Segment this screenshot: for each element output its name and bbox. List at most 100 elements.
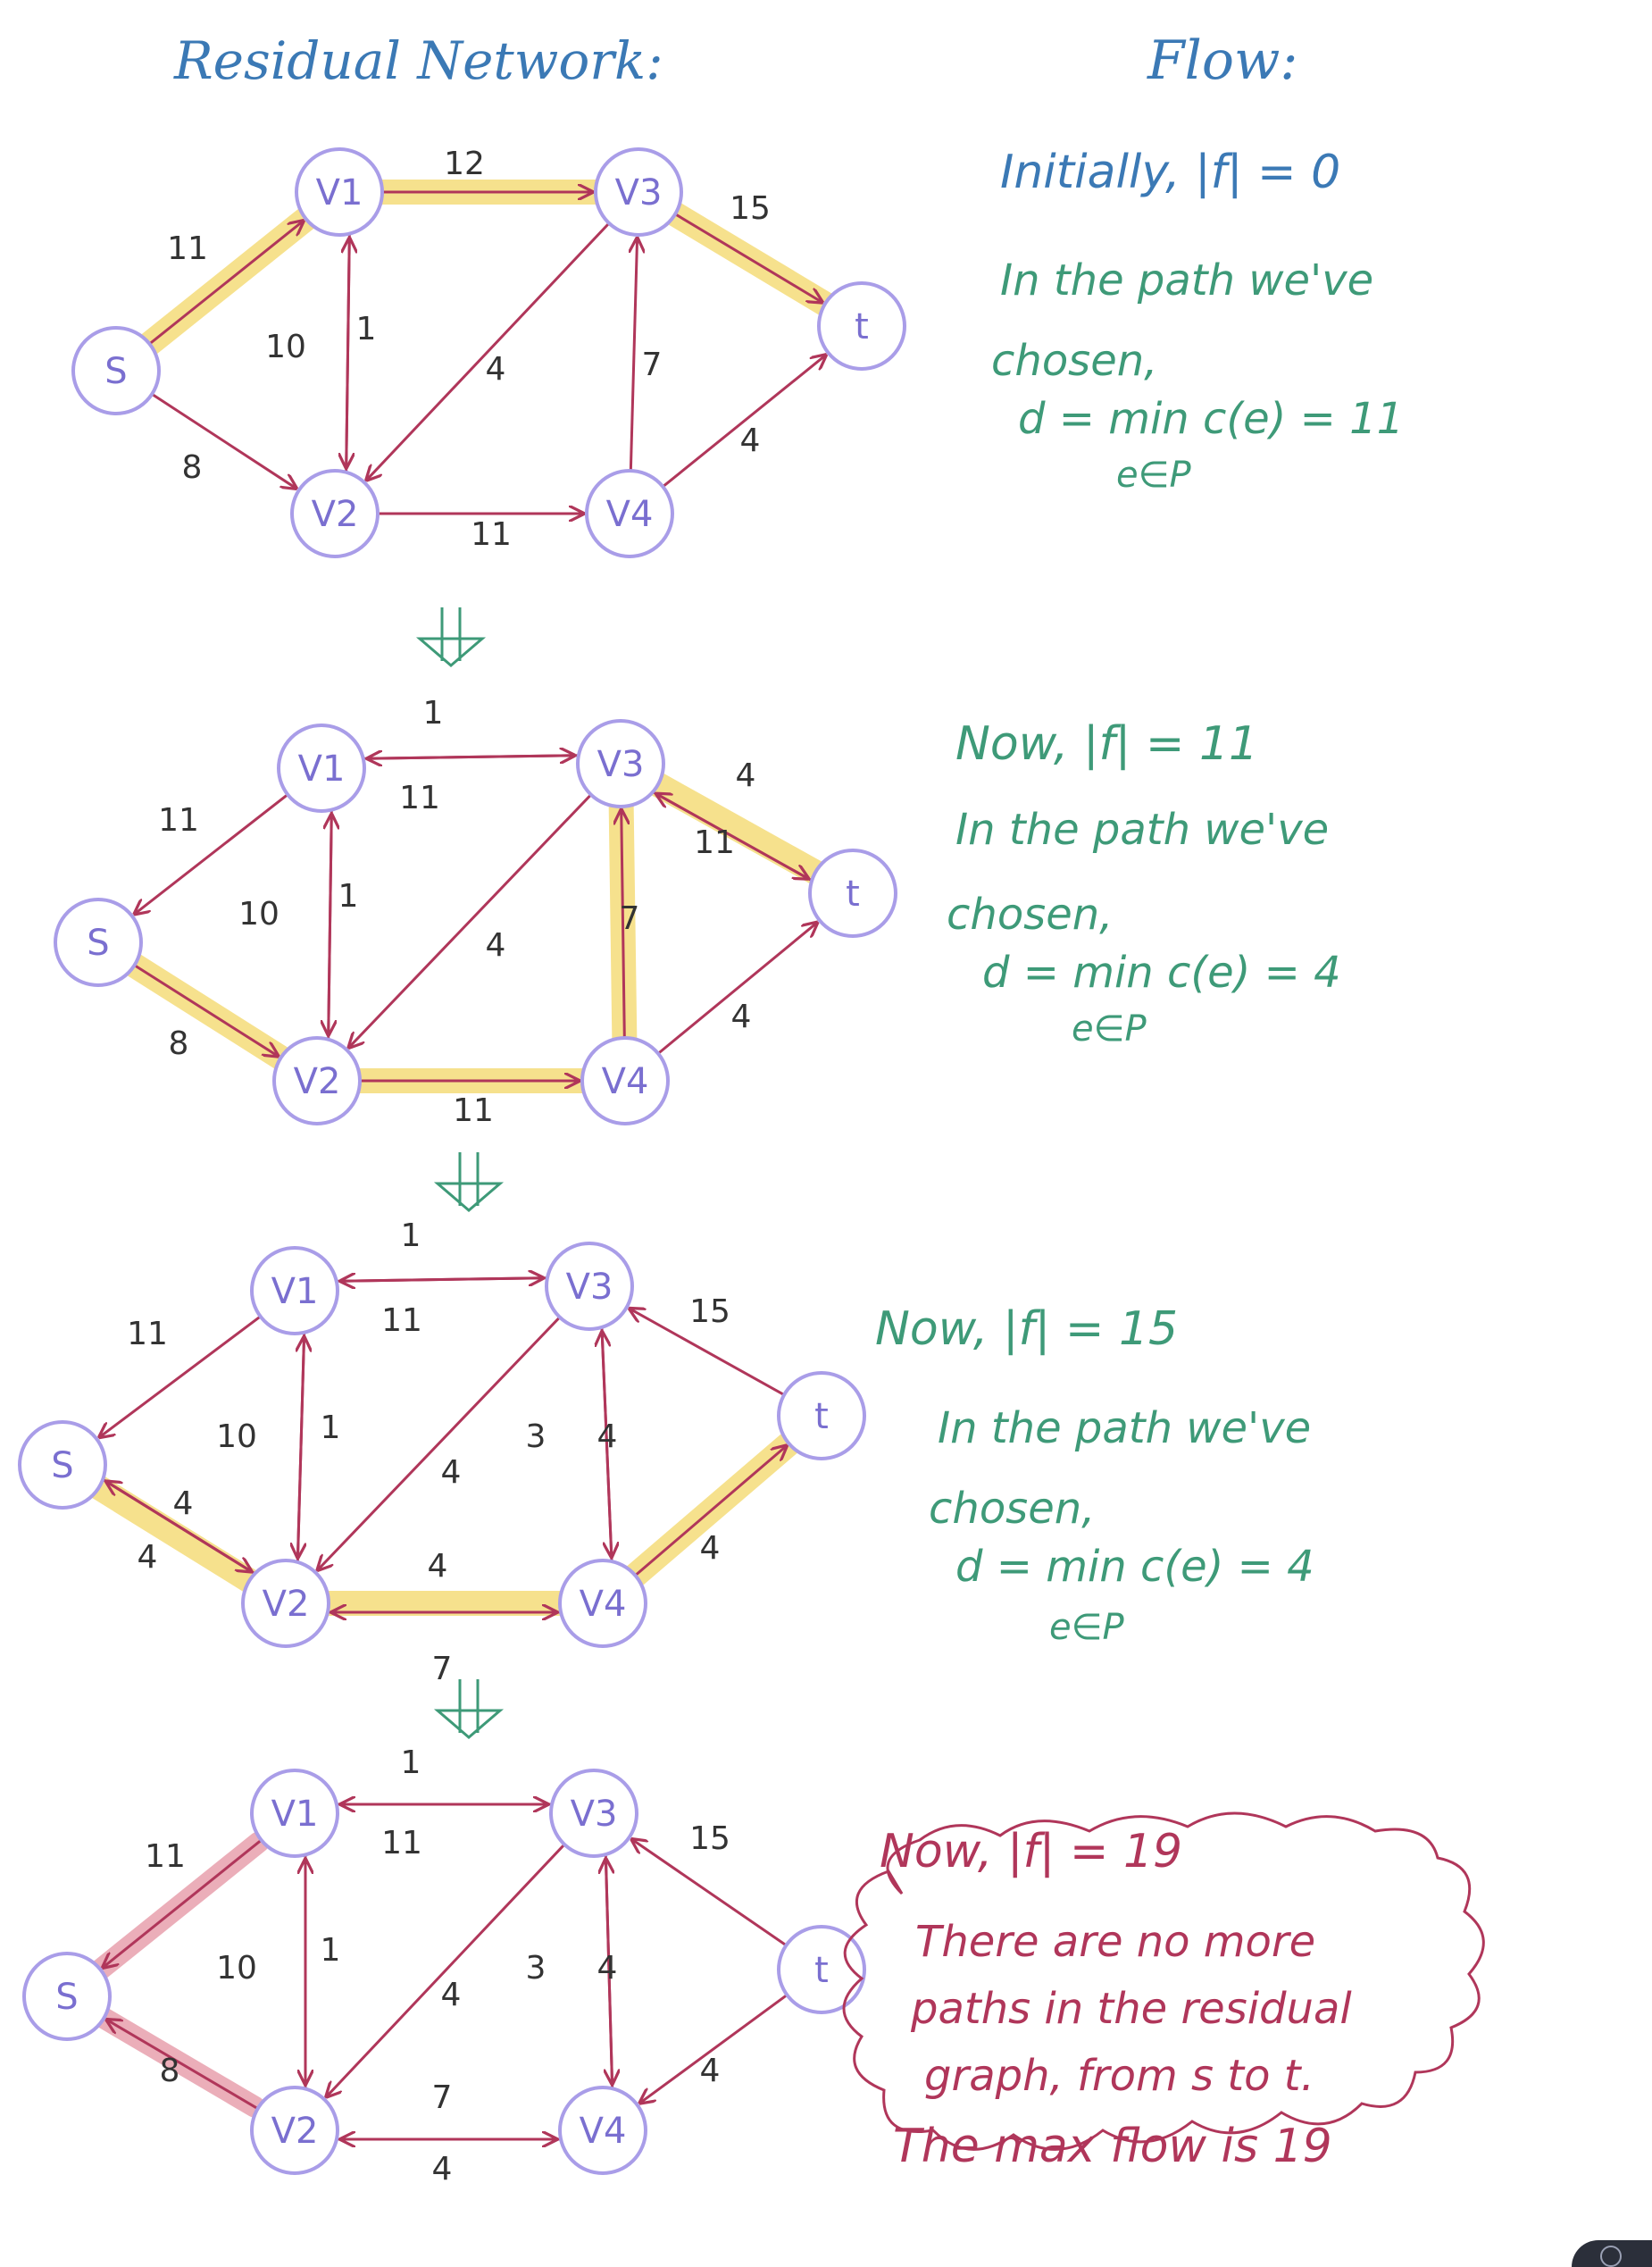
edge-v3-v2 — [367, 222, 611, 480]
edge-label: 4 — [740, 422, 761, 459]
edge-label: 1 — [321, 1410, 341, 1446]
edge-label: 4 — [731, 999, 752, 1035]
flow-note-line: d = min c(e) = 4 — [955, 1542, 1314, 1592]
node-v3 — [545, 1242, 634, 1331]
edge-label: 4 — [138, 1539, 158, 1576]
flow-note-line: paths in the residual — [910, 1984, 1352, 2034]
node-t — [808, 849, 897, 938]
node-v2 — [290, 469, 380, 558]
node-v4 — [580, 1036, 670, 1125]
edge-v4-t — [634, 1446, 786, 1577]
edge-label: 11 — [381, 1302, 422, 1339]
flow-note-line: There are no more — [915, 1917, 1315, 1967]
node-label-v3: V3 — [566, 1267, 613, 1308]
node-s — [71, 326, 161, 415]
edge-v1-s — [104, 1838, 263, 1967]
node-v3 — [576, 719, 665, 808]
edge-label: 10 — [265, 329, 306, 365]
node-label-v4: V4 — [580, 1584, 627, 1625]
flow-note-line: e∈P — [1049, 1607, 1124, 1648]
edge-label: 11 — [127, 1316, 168, 1352]
flow-note-line: d = min c(e) = 11 — [1018, 394, 1404, 444]
node-s — [18, 1420, 107, 1510]
edge-label: 12 — [444, 146, 485, 182]
edge-s-v1 — [148, 221, 303, 346]
edge-label: 10 — [216, 1418, 257, 1455]
node-label-v4: V4 — [606, 494, 654, 535]
edge-v4-t — [657, 923, 817, 1055]
edge-v1-s — [100, 1315, 262, 1437]
edge-label: 1 — [423, 695, 444, 732]
edge-s-v2 — [151, 392, 296, 488]
edge-label: 4 — [441, 1977, 462, 2013]
flow-note-line: chosen, — [929, 1484, 1095, 1534]
edge-label: 4 — [700, 2053, 721, 2089]
edge-label: 11 — [694, 824, 735, 861]
flow-note-line: d = min c(e) = 4 — [982, 948, 1341, 998]
edge-label: 4 — [700, 1530, 721, 1567]
edge-label: 11 — [453, 1092, 494, 1129]
edge-label: 3 — [526, 1418, 546, 1455]
edge-v2-s — [106, 1482, 255, 1575]
edge-label: 7 — [620, 900, 640, 937]
node-label-v1: V1 — [298, 749, 346, 790]
edge-v1-s — [135, 793, 289, 914]
edge-label: 11 — [145, 1838, 186, 1875]
node-label-v3: V3 — [615, 172, 663, 213]
edge-label: 3 — [526, 1950, 546, 1987]
edge-label: 4 — [486, 927, 506, 964]
edge-label: 1 — [356, 311, 377, 347]
down-arrow-icon — [415, 607, 487, 667]
edge-label: 4 — [441, 1454, 462, 1491]
flow-note-line: chosen, — [991, 336, 1157, 386]
node-v1 — [250, 1769, 339, 1858]
flow-note-line: chosen, — [947, 890, 1113, 940]
node-label-v1: V1 — [271, 1794, 319, 1835]
node-label-v4: V4 — [602, 1061, 649, 1102]
node-t — [817, 281, 906, 371]
node-v4 — [558, 2086, 647, 2175]
node-t — [777, 1371, 866, 1460]
node-v2 — [250, 2086, 339, 2175]
edge-label: 8 — [182, 449, 203, 486]
flow-note-line: In the path we've — [1000, 255, 1373, 305]
edge-v2-s — [107, 2020, 259, 2110]
node-v4 — [558, 1559, 647, 1648]
flow-note-line: e∈P — [1072, 1008, 1147, 1050]
edge-t-v4 — [640, 1994, 788, 2103]
info-icon — [1600, 2246, 1622, 2267]
edge-label: 1 — [401, 1217, 421, 1254]
edge-label: 11 — [381, 1825, 422, 1861]
edge-t-v3 — [630, 1309, 785, 1396]
edge-label: 4 — [173, 1485, 194, 1522]
flow-note-line: e∈P — [1116, 455, 1191, 496]
node-label-v4: V4 — [580, 2111, 627, 2152]
down-arrow-icon — [433, 1679, 505, 1739]
node-label-t: t — [814, 1396, 829, 1437]
node-v1 — [250, 1246, 339, 1335]
edge-v3-v1 — [368, 756, 578, 759]
node-v2 — [272, 1036, 362, 1125]
flow-note-line: Now, |f| = 19 — [880, 1825, 1182, 1878]
edge-label: 7 — [642, 347, 663, 383]
edge-label: 4 — [597, 1418, 618, 1455]
node-label-v2: V2 — [263, 1584, 310, 1625]
node-label-v1: V1 — [271, 1271, 319, 1312]
edge-label: 4 — [432, 2151, 453, 2188]
node-label-s: S — [51, 1445, 73, 1486]
node-label-s: S — [87, 923, 109, 964]
node-label-t: t — [846, 874, 860, 915]
info-button[interactable] — [1572, 2240, 1652, 2267]
edge-label: 1 — [401, 1744, 421, 1781]
edge-label: 4 — [736, 757, 756, 794]
edge-label: 8 — [169, 1025, 189, 1062]
node-v2 — [241, 1559, 330, 1648]
edge-s-v2 — [133, 964, 278, 1057]
edge-v3-v2 — [327, 1843, 566, 2096]
node-s — [22, 1952, 112, 2041]
flow-note-line: In the path we've — [938, 1403, 1311, 1453]
